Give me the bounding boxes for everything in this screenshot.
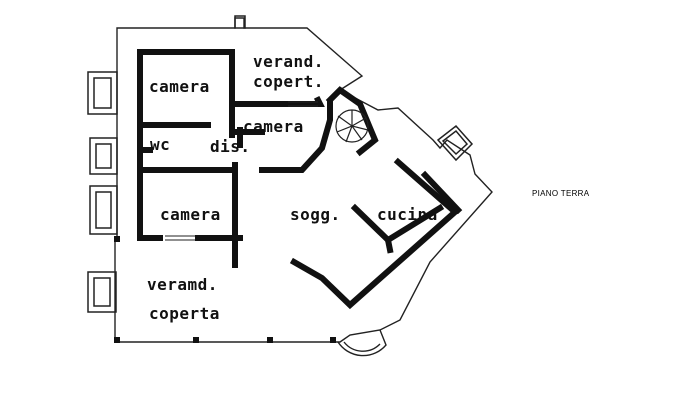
outer-outline bbox=[114, 17, 493, 343]
room-label-dis: dis. bbox=[210, 137, 251, 156]
room-label-cucina: cucina bbox=[377, 205, 438, 224]
floor-label: PIANO TERRA bbox=[532, 189, 590, 198]
thick-walls bbox=[137, 49, 463, 310]
room-label-verand-coperta-line2: coperta bbox=[149, 304, 220, 323]
room-label-verand-coperta-line1: veramd. bbox=[147, 275, 218, 294]
round-bay bbox=[337, 329, 387, 357]
room-label-wc: wc bbox=[150, 135, 171, 154]
room-label-verand-copert-line2: copert. bbox=[253, 72, 324, 91]
veranda-columns bbox=[114, 236, 336, 343]
room-label-camera-top-left: camera bbox=[149, 77, 210, 96]
room-label-camera-middle: camera bbox=[243, 117, 304, 136]
chimney-boxes bbox=[234, 15, 474, 162]
room-label-verand-copert-line1: verand. bbox=[253, 52, 324, 71]
window-boxes-left bbox=[87, 71, 118, 313]
room-label-camera-lower: camera bbox=[160, 205, 221, 224]
room-label-sogg: sogg. bbox=[290, 205, 341, 224]
window-marks bbox=[165, 101, 318, 241]
spiral-stair bbox=[335, 109, 369, 143]
